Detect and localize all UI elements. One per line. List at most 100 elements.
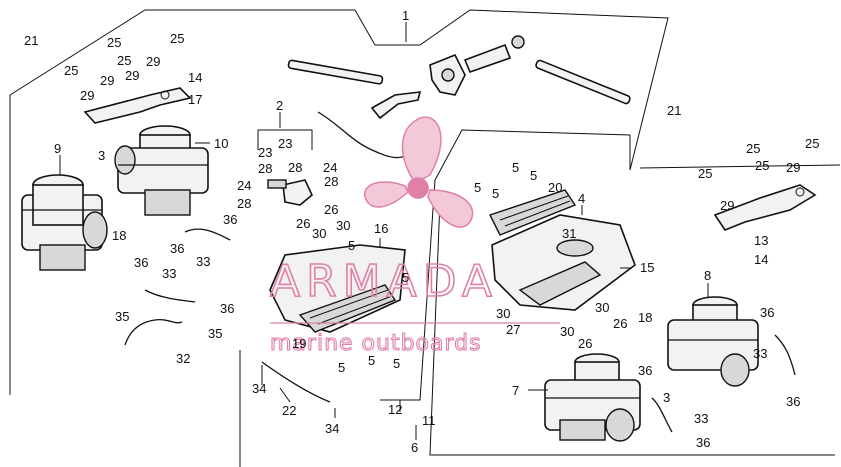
callout-28: 28 xyxy=(288,160,302,175)
callout-25: 25 xyxy=(107,35,121,50)
callout-21: 21 xyxy=(24,33,38,48)
callout-19: 19 xyxy=(292,336,306,351)
callout-34: 34 xyxy=(325,421,339,436)
callout-28: 28 xyxy=(237,196,251,211)
callout-30: 30 xyxy=(595,300,609,315)
bracket-left xyxy=(83,87,192,124)
callout-33: 33 xyxy=(694,411,708,426)
air-intake-right xyxy=(491,214,636,311)
callout-30: 30 xyxy=(496,306,510,321)
callout-26: 26 xyxy=(324,202,338,217)
carburetor-right-rear xyxy=(544,353,641,442)
callout-33: 33 xyxy=(753,346,767,361)
callout-7: 7 xyxy=(512,383,519,398)
callout-23: 23 xyxy=(258,145,272,160)
callout-28: 28 xyxy=(324,174,338,189)
callout-25: 25 xyxy=(805,136,819,151)
callout-10: 10 xyxy=(214,136,228,151)
callout-25: 25 xyxy=(746,141,760,156)
callout-31: 31 xyxy=(562,226,576,241)
callout-33: 33 xyxy=(196,254,210,269)
callout-5: 5 xyxy=(368,353,375,368)
watermark: ARMADA marine outboards xyxy=(269,116,560,357)
link-assembly xyxy=(257,129,313,206)
callout-17: 17 xyxy=(188,92,202,107)
callout-2: 2 xyxy=(276,98,283,113)
callout-32: 32 xyxy=(176,351,190,366)
callout-33: 33 xyxy=(162,266,176,281)
callout-36: 36 xyxy=(170,241,184,256)
throttle-shaft-left xyxy=(287,59,384,85)
callout-36: 36 xyxy=(760,305,774,320)
callout-35: 35 xyxy=(208,326,222,341)
callout-18: 18 xyxy=(638,310,652,325)
callout-13: 13 xyxy=(754,233,768,248)
callout-9: 9 xyxy=(54,141,61,156)
group-boundary-lines xyxy=(9,9,841,467)
callout-12: 12 xyxy=(388,402,402,417)
callout-36: 36 xyxy=(696,435,710,450)
callout-20: 20 xyxy=(548,180,562,195)
callout-1: 1 xyxy=(402,8,409,23)
carburetor-left-rear xyxy=(21,174,108,271)
carburetor-left-front xyxy=(114,125,209,216)
carburetor-right-front xyxy=(667,296,759,387)
callout-22: 22 xyxy=(282,403,296,418)
air-intake-left xyxy=(269,244,406,333)
callout-29: 29 xyxy=(146,54,160,69)
callout-16: 16 xyxy=(374,221,388,236)
callout-30: 30 xyxy=(336,218,350,233)
callout-23: 23 xyxy=(278,136,292,151)
callout-26: 26 xyxy=(613,316,627,331)
callout-14: 14 xyxy=(754,252,768,267)
callout-29: 29 xyxy=(100,73,114,88)
watermark-propeller-icon xyxy=(364,116,474,228)
callout-28: 28 xyxy=(258,161,272,176)
callout-29: 29 xyxy=(720,198,734,213)
callout-25: 25 xyxy=(64,63,78,78)
callout-34: 34 xyxy=(252,381,266,396)
callout-36: 36 xyxy=(223,212,237,227)
callout-29: 29 xyxy=(786,160,800,175)
callout-18: 18 xyxy=(112,228,126,243)
callout-24: 24 xyxy=(237,178,251,193)
air-filter-element xyxy=(489,189,577,236)
watermark-brand: ARMADA xyxy=(270,256,498,307)
fuel-hoses xyxy=(124,228,796,433)
callout-5: 5 xyxy=(492,186,499,201)
callout-30: 30 xyxy=(312,226,326,241)
callout-24: 24 xyxy=(323,160,337,175)
callout-29: 29 xyxy=(80,88,94,103)
callout-3: 3 xyxy=(663,390,670,405)
callout-11: 11 xyxy=(422,413,436,428)
callout-36: 36 xyxy=(220,301,234,316)
callout-36: 36 xyxy=(638,363,652,378)
callout-25: 25 xyxy=(755,158,769,173)
callout-30: 30 xyxy=(560,324,574,339)
callout-27: 27 xyxy=(506,322,520,337)
bracket-right xyxy=(713,184,817,231)
callout-8: 8 xyxy=(704,268,711,283)
callout-5: 5 xyxy=(348,238,355,253)
callout-numbers: 1 2 3 3 4 5 5 5 5 5 5 5 5 5 6 7 8 9 10 1… xyxy=(24,8,819,455)
throttle-lever-assembly xyxy=(370,35,525,120)
callout-36: 36 xyxy=(134,255,148,270)
callout-26: 26 xyxy=(578,336,592,351)
callout-21: 21 xyxy=(667,103,681,118)
callout-6: 6 xyxy=(411,440,418,455)
callout-25: 25 xyxy=(698,166,712,181)
callout-5: 5 xyxy=(402,270,409,285)
watermark-tagline: marine outboards xyxy=(270,331,482,356)
callout-25: 25 xyxy=(117,53,131,68)
callout-4: 4 xyxy=(578,191,585,206)
callout-5: 5 xyxy=(338,360,345,375)
callout-5: 5 xyxy=(512,160,519,175)
callout-14: 14 xyxy=(188,70,202,85)
callout-5: 5 xyxy=(393,356,400,371)
leader-lines xyxy=(59,22,709,440)
callout-25: 25 xyxy=(170,31,184,46)
callout-15: 15 xyxy=(640,260,654,275)
callout-5: 5 xyxy=(530,168,537,183)
throttle-shaft-right xyxy=(535,59,631,105)
